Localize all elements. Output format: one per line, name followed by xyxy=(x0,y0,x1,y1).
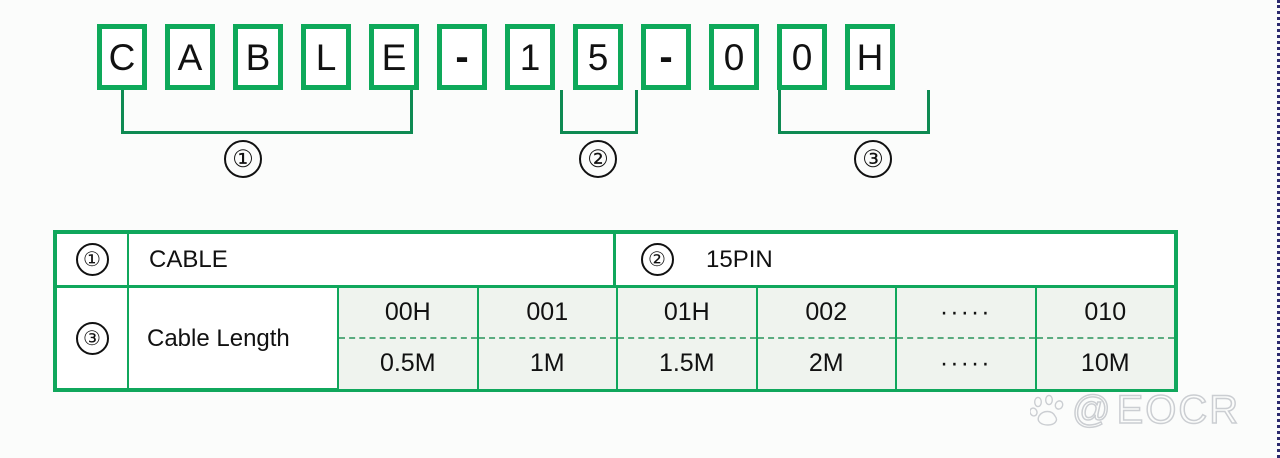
char-box-5: E xyxy=(369,24,419,90)
length-code-ellipsis: ····· xyxy=(897,288,1035,339)
length-value-2: 1M xyxy=(529,349,565,378)
char-box-3: B xyxy=(233,24,283,90)
group-marker-2: ② xyxy=(579,140,617,178)
group-bracket-1 xyxy=(121,90,413,134)
char-box-7: 1 xyxy=(505,24,555,90)
length-value-6: 10M xyxy=(1080,349,1130,378)
char-box-12: H xyxy=(845,24,895,90)
cable-length-columns: 00H 0.5M 001 1M 01H 1.5M 002 2M ····· xyxy=(339,288,1174,389)
length-value-1: 0.5M xyxy=(379,349,436,378)
char-box-9-separator: - xyxy=(641,24,691,90)
circled-number-1: ① xyxy=(75,243,109,276)
length-column-1: 00H 0.5M xyxy=(339,288,479,389)
circled-number-3: ③ xyxy=(75,322,109,355)
length-column-6: 010 10M xyxy=(1036,288,1174,389)
row2-marker-cell-3: ③ xyxy=(57,288,129,389)
length-value-3: 1.5M xyxy=(658,349,715,378)
table-row-1: ① CABLE ② 15PIN xyxy=(57,234,1174,288)
length-value-4: 2M xyxy=(808,349,844,378)
char-box-2: A xyxy=(165,24,215,90)
char-box-10: 0 xyxy=(709,24,759,90)
at-symbol: @ xyxy=(1071,388,1111,432)
length-column-4: 002 2M xyxy=(757,288,897,389)
char-box-8: 5 xyxy=(573,24,623,90)
watermark: @ EOCR xyxy=(1030,387,1241,433)
length-column-ellipsis: ····· ····· xyxy=(897,288,1037,389)
char-box-6-separator: - xyxy=(437,24,487,90)
baidu-paw-icon xyxy=(1030,394,1064,426)
row1-value-15pin: 15PIN xyxy=(706,245,773,273)
group-marker-3: ③ xyxy=(854,140,892,178)
watermark-text: EOCR xyxy=(1116,387,1241,433)
length-code-1: 00H xyxy=(339,288,477,339)
length-column-3: 01H 1.5M xyxy=(618,288,758,389)
part-number-code-row: C A B L E - 1 5 - 0 0 H xyxy=(97,24,895,90)
circled-number-2: ② xyxy=(640,243,674,276)
char-box-11: 0 xyxy=(777,24,827,90)
legend-table: ① CABLE ② 15PIN ③ Cable Length 00H 0.5M … xyxy=(53,230,1178,392)
length-code-6: 010 xyxy=(1036,288,1174,339)
row1-marker-cell-1: ① xyxy=(57,234,129,285)
length-code-2: 001 xyxy=(478,288,616,339)
group-bracket-2 xyxy=(560,90,638,134)
length-value-ellipsis: ····· xyxy=(939,349,992,378)
char-box-4: L xyxy=(301,24,351,90)
row1-value-cable: CABLE xyxy=(129,234,616,285)
table-row-2: ③ Cable Length 00H 0.5M 001 1M 01H 1.5M … xyxy=(57,288,1174,389)
group-bracket-3 xyxy=(778,90,930,134)
char-box-1: C xyxy=(97,24,147,90)
length-code-3: 01H xyxy=(618,288,756,339)
length-column-2: 001 1M xyxy=(478,288,618,389)
group-marker-1: ① xyxy=(224,140,262,178)
row2-label-cable-length: Cable Length xyxy=(129,288,339,389)
length-code-4: 002 xyxy=(757,288,895,339)
row1-marker-cell-2: ② xyxy=(616,234,698,285)
